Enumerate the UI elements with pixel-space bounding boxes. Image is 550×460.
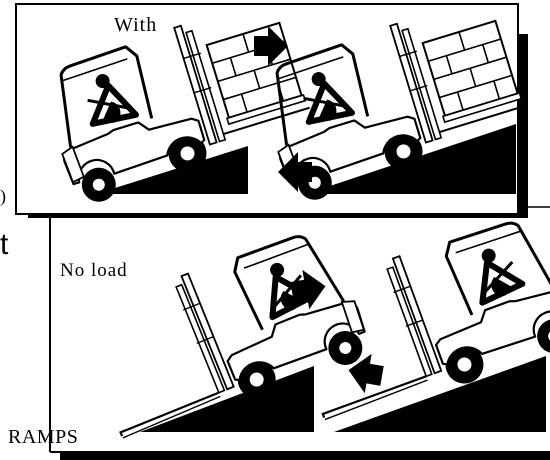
edge-fragment-paren: ) [0, 186, 6, 207]
edge-fragment-letter: t [0, 228, 8, 262]
with-load-label: With [114, 14, 157, 37]
no-load-label: No load [60, 260, 128, 282]
bottom-panel [50, 207, 550, 460]
top-panel [16, 0, 550, 218]
ramps-caption: RAMPS [8, 426, 78, 449]
